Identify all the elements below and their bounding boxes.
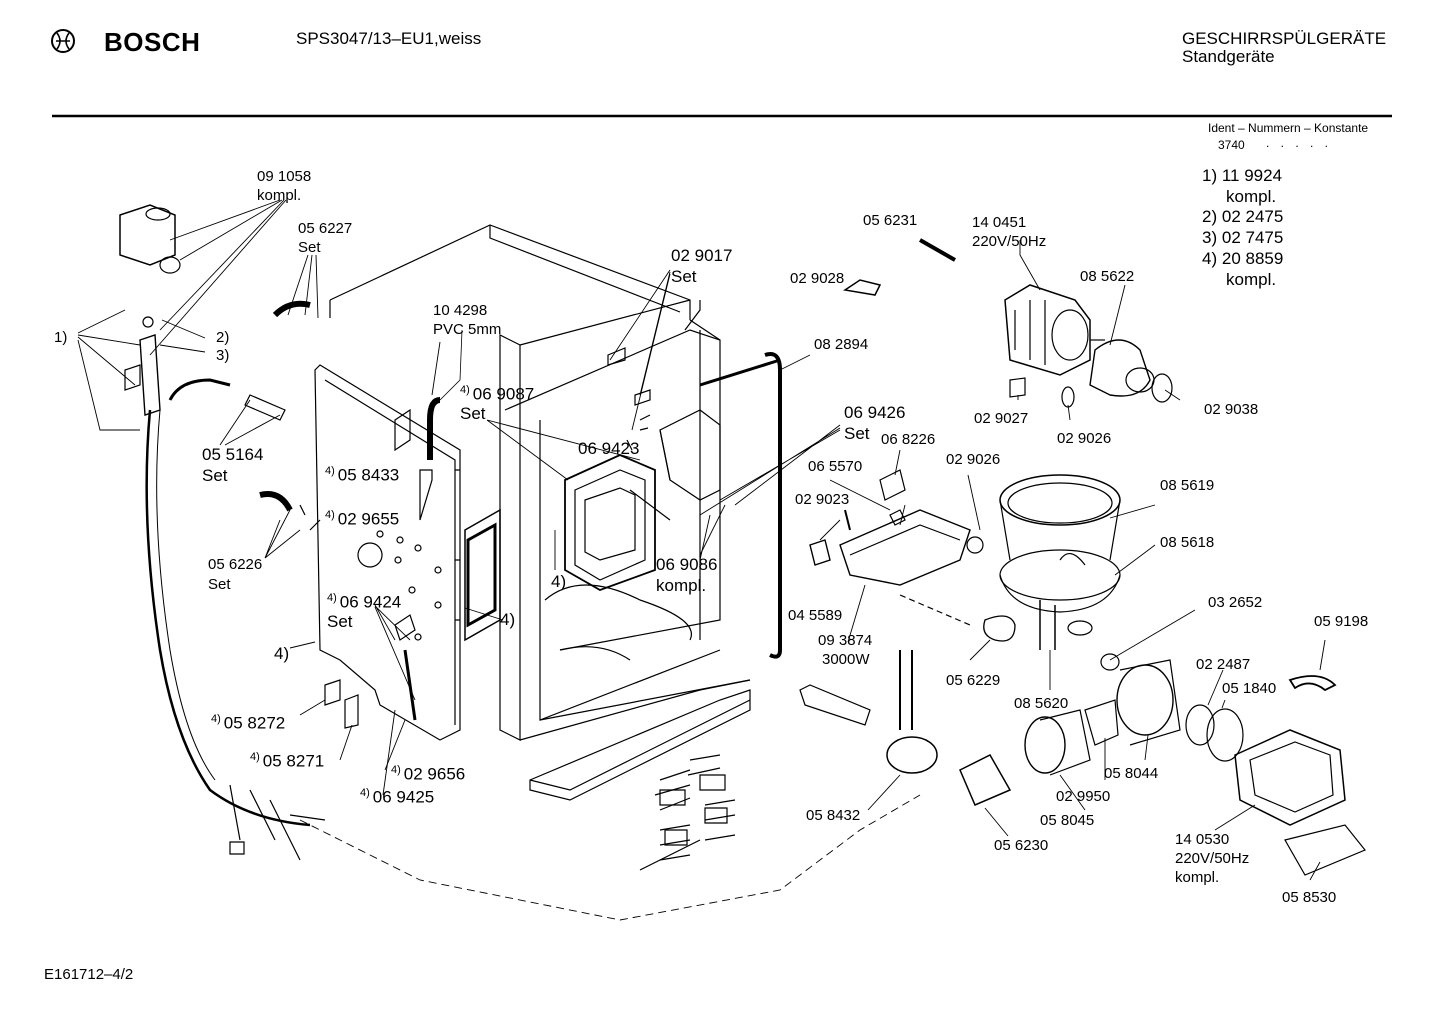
part-label: 10 4298 (433, 302, 488, 319)
part-label: 4)06 9087 (460, 384, 535, 404)
part-label: Set (208, 576, 231, 593)
part-label: 2) (216, 329, 230, 346)
part-label: 05 6230 (994, 837, 1049, 854)
part-label: 14 0530 (1175, 831, 1230, 848)
door-seal-082894 (765, 354, 780, 657)
part-label: 08 2894 (814, 336, 869, 353)
part-label: Set (671, 267, 697, 286)
part-label: 03 2652 (1208, 594, 1263, 611)
legend-item-4-note: kompl. (1226, 270, 1277, 289)
legend-item-1-note: kompl. (1226, 187, 1277, 206)
part-label: PVC 5mm (433, 321, 502, 338)
category-subtitle: Standgeräte (1182, 47, 1275, 66)
ident-label: Ident – Nummern – Konstante (1208, 121, 1369, 135)
part-label: 3000W (822, 651, 870, 668)
part-label: 02 9027 (974, 410, 1029, 427)
pressure-switch-058432 (800, 650, 937, 773)
part-label: 08 5618 (1160, 534, 1215, 551)
part-label: 02 9950 (1056, 788, 1111, 805)
drain-hose (147, 410, 310, 825)
part-label: 4) (500, 610, 516, 629)
part-label: 05 6227 (298, 220, 353, 237)
part-label: 05 1840 (1222, 680, 1277, 697)
part-label: 02 9017 (671, 246, 733, 265)
part-label: Set (460, 404, 486, 423)
part-label: 08 5620 (1014, 695, 1069, 712)
part-label: 02 9026 (1057, 430, 1112, 447)
part-label: 220V/50Hz (972, 233, 1047, 250)
part-label: kompl. (257, 187, 302, 204)
part-label: 3) (216, 347, 230, 364)
part-label: 05 5164 (202, 445, 264, 464)
part-label: 4)02 9655 (325, 509, 400, 529)
part-label: 06 9426 (844, 403, 906, 422)
legend-item-3: 3) 02 7475 (1202, 228, 1284, 247)
part-label: 4)06 9424 (327, 592, 402, 612)
wiring-connectors (640, 755, 735, 870)
part-label: 02 2487 (1196, 656, 1251, 673)
part-label: 08 5622 (1080, 268, 1135, 285)
part-label: Set (844, 424, 870, 443)
part-label: 14 0451 (972, 214, 1027, 231)
part-label: 4)06 9425 (360, 787, 435, 807)
part-label: 06 5570 (808, 458, 863, 475)
part-label: 02 9023 (795, 491, 850, 508)
legend-item-2: 2) 02 2475 (1202, 207, 1284, 226)
part-label: 06 8226 (881, 431, 936, 448)
part-label: 1) (54, 329, 68, 346)
drain-pump-group (960, 654, 1335, 805)
part-label: 05 8432 (806, 807, 861, 824)
part-label: 02 9038 (1204, 401, 1259, 418)
pump-housing-085622 (1010, 340, 1172, 407)
part-label: 4)05 8271 (250, 751, 325, 771)
part-label: 06 9423 (578, 439, 640, 458)
circulation-pump-140451 (1005, 285, 1105, 375)
part-label: 04 5589 (788, 607, 843, 624)
part-label: 05 8530 (1282, 889, 1337, 906)
part-label: 09 3874 (818, 632, 873, 649)
part-label: Set (327, 612, 353, 631)
part-label: kompl. (656, 576, 707, 595)
legend-item-4: 4) 20 8859 (1202, 249, 1284, 268)
document-id: E161712–4/2 (44, 966, 134, 983)
part-label: 05 6231 (863, 212, 918, 229)
part-label: 02 9028 (790, 270, 845, 287)
ident-value: 3740 (1218, 138, 1245, 152)
brand-name: BOSCH (104, 27, 201, 57)
sump-bowl-085619 (1000, 475, 1120, 650)
part-label: Set (202, 466, 228, 485)
bottom-rail (530, 690, 750, 800)
part-label: 05 6226 (208, 556, 263, 573)
model-number: SPS3047/13–EU1,weiss (296, 29, 482, 48)
ident-dots: . . . . . (1266, 136, 1333, 150)
inlet-valve-assembly (120, 205, 180, 415)
part-label: 4)05 8272 (211, 713, 286, 733)
part-label: 05 8044 (1104, 765, 1159, 782)
part-label: 06 9086 (656, 555, 718, 574)
heater-093874 (840, 470, 983, 625)
part-label: 08 5619 (1160, 477, 1215, 494)
part-label: 4)05 8433 (325, 465, 400, 485)
part-label: 220V/50Hz (1175, 850, 1250, 867)
part-label: 09 1058 (257, 168, 312, 185)
part-label: 05 9198 (1314, 613, 1369, 630)
bosch-logo-icon (52, 30, 74, 52)
category-title: GESCHIRRSPÜLGERÄTE (1182, 29, 1387, 48)
part-label: 05 8045 (1040, 812, 1095, 829)
motor-140530 (1235, 730, 1365, 875)
part-label: Set (298, 239, 321, 256)
legend-item-1: 1) 11 9924 (1202, 166, 1283, 185)
part-label: kompl. (1175, 869, 1220, 886)
side-panel (315, 365, 460, 740)
part-label: 4)02 9656 (391, 764, 466, 784)
part-label: 4) (274, 644, 290, 663)
part-label: 05 6229 (946, 672, 1001, 689)
part-label: 02 9026 (946, 451, 1001, 468)
part-label: 4) (551, 572, 567, 591)
